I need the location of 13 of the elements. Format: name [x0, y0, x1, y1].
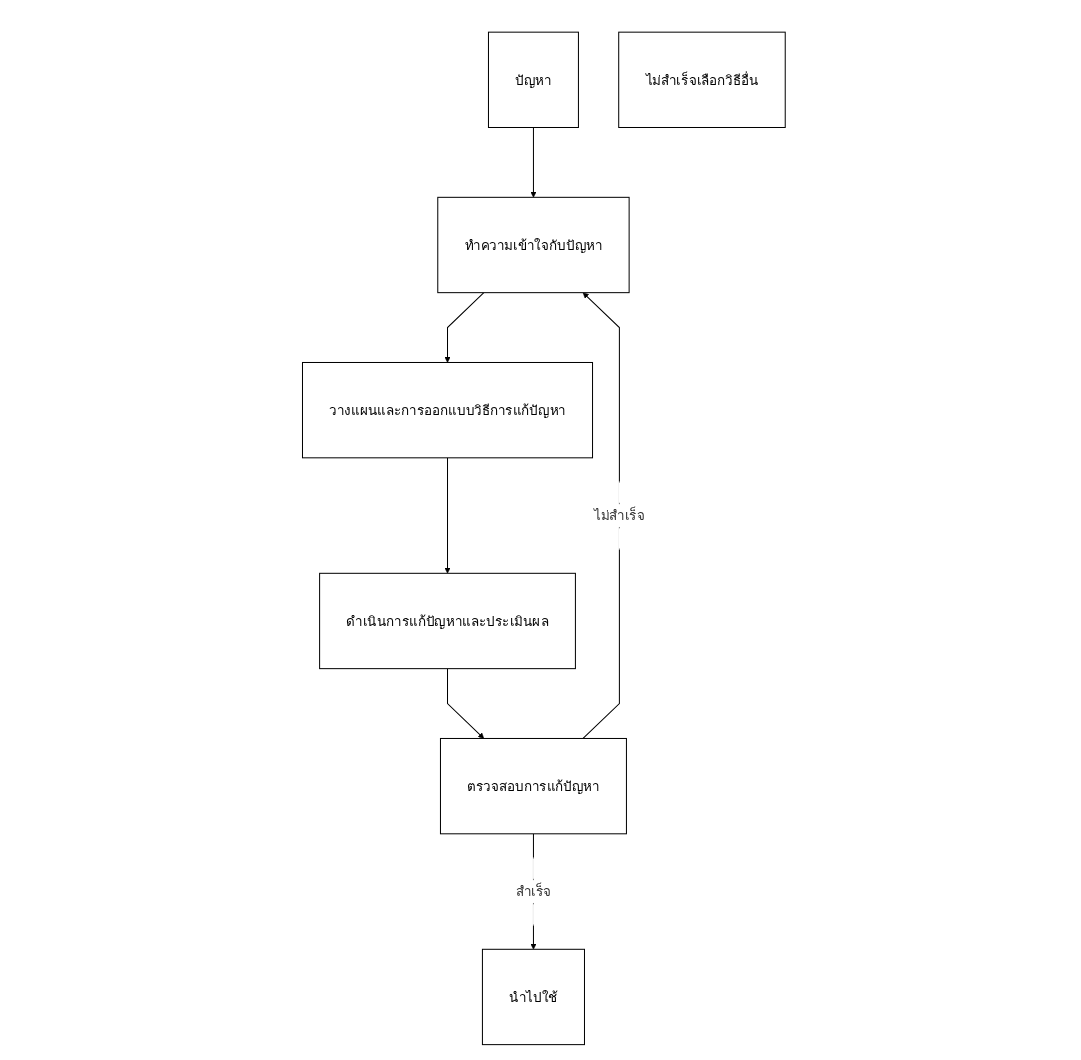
edge-label: ไม่สำเร็จ: [593, 507, 645, 524]
arrow: [447, 668, 485, 739]
node-box: ทำความเข้าใจกับปัญหา: [437, 196, 630, 294]
node-box: นำไปใช้: [481, 948, 585, 1046]
node-box: ดำเนินการแก้ปัญหาและประเมินผล: [319, 572, 576, 670]
arrow: [444, 292, 485, 363]
node-box: วางแผนและการออกแบบวิธีการแก้ปัญหา: [302, 362, 594, 459]
edge-label: สำเร็จ: [515, 883, 552, 900]
node-box: ตรวจสอบการแก้ปัญหา: [439, 737, 627, 835]
node-box: ปัญหา: [487, 31, 579, 128]
arrow: [444, 457, 451, 574]
arrow: [530, 127, 537, 198]
node-box: ไม่สำเร็จเลือกวิธีอื่น: [618, 31, 786, 128]
